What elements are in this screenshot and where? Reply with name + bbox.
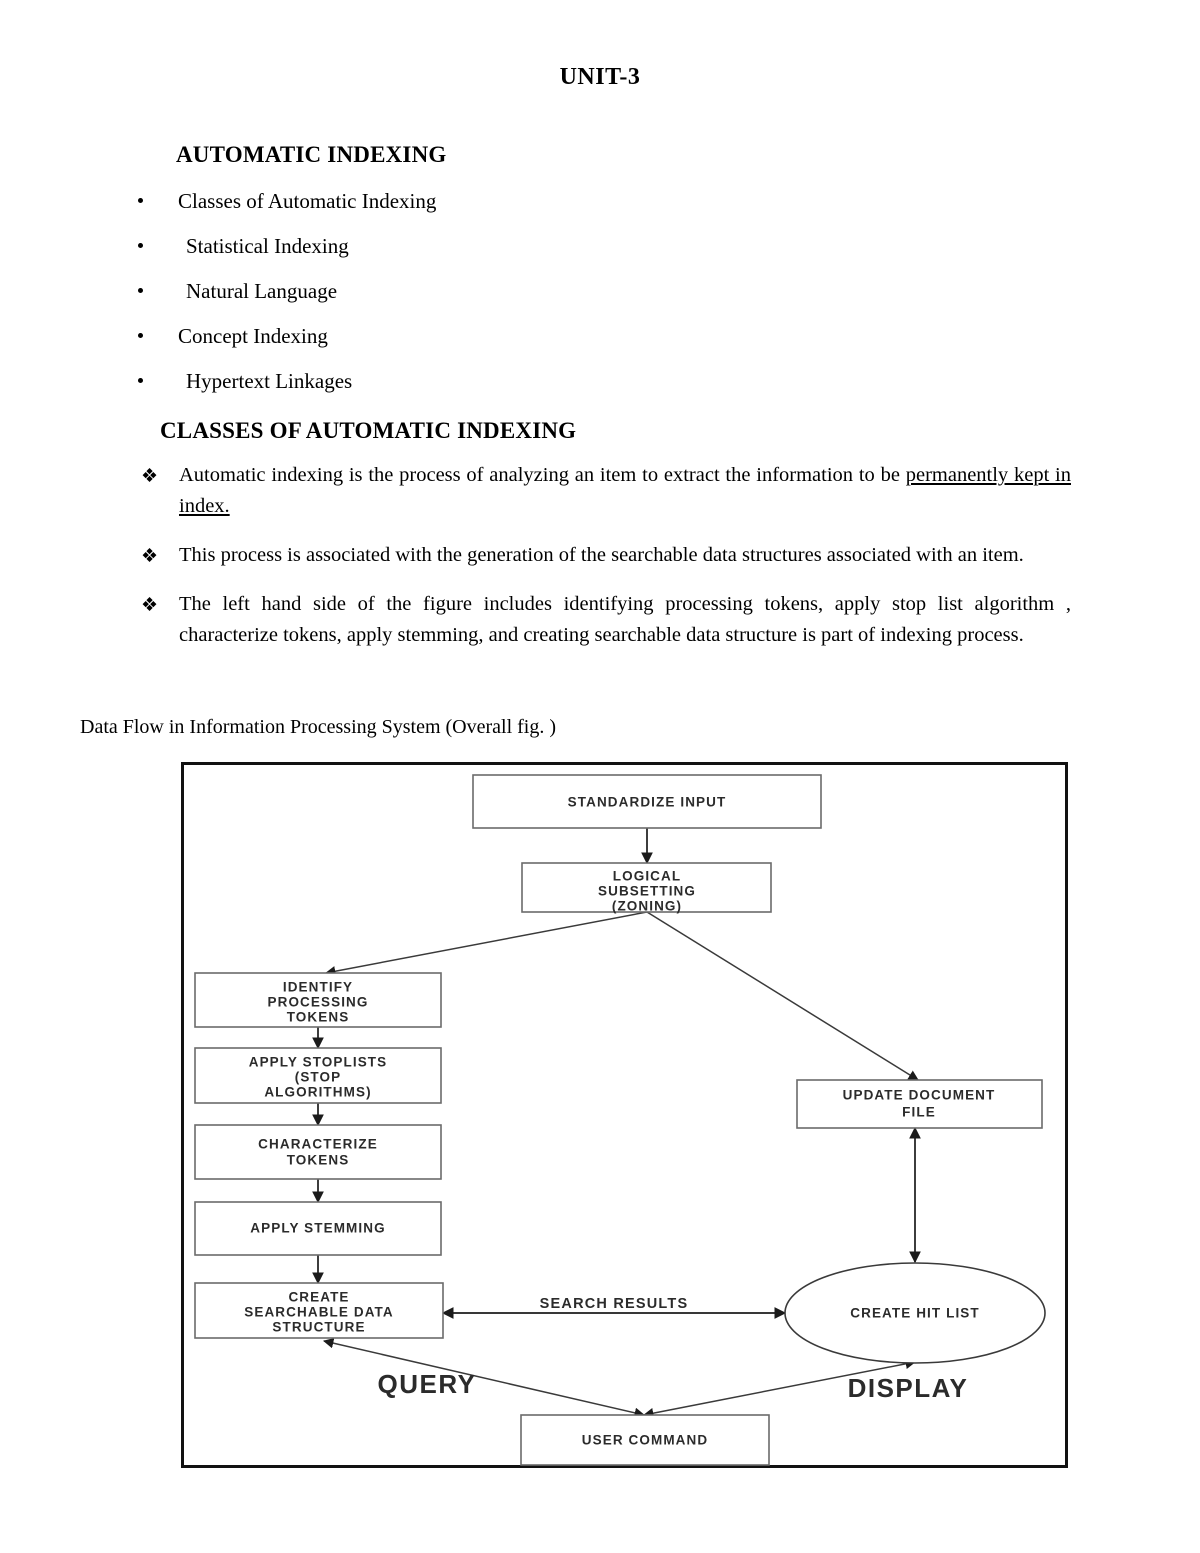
- bullet-dot-icon: [138, 378, 143, 383]
- bullet-dot-icon: [138, 288, 143, 293]
- list-item-label: Hypertext Linkages: [186, 369, 353, 393]
- paragraph-item: ❖ The left hand side of the figure includ…: [141, 589, 1071, 651]
- list-item-label: Natural Language: [186, 279, 338, 303]
- list-item-label: Concept Indexing: [178, 324, 328, 348]
- node-label-line1: LOGICAL: [613, 869, 681, 884]
- node-label-line2: PROCESSING: [267, 995, 368, 1010]
- node-characterize-tokens: CHARACTERIZE TOKENS: [194, 1124, 442, 1180]
- zone-label-display: DISPLAY: [848, 1373, 969, 1403]
- paragraph-list: ❖ Automatic indexing is the process of an…: [141, 460, 1071, 669]
- edge-logical-to-identify: [324, 911, 648, 977]
- bullet-dot-icon: [138, 333, 143, 338]
- paragraph-item: ❖ Automatic indexing is the process of an…: [141, 460, 1071, 522]
- list-item: Natural Language: [138, 276, 838, 321]
- list-item: Statistical Indexing: [138, 231, 838, 276]
- node-label-line1: APPLY STOPLISTS: [249, 1055, 388, 1070]
- bullet-dot-icon: [138, 198, 143, 203]
- list-item: Hypertext Linkages: [138, 366, 838, 411]
- node-standardize-input: STANDARDIZE INPUT: [472, 774, 822, 829]
- node-label-line3: (ZONING): [612, 899, 682, 914]
- list-item: Concept Indexing: [138, 321, 838, 366]
- edge-label-search-results: SEARCH RESULTS: [540, 1296, 689, 1312]
- paragraph-text: The left hand side of the figure include…: [179, 593, 1071, 646]
- node-label-line1: CHARACTERIZE: [258, 1137, 378, 1152]
- paragraph-text-underlined: permanently kept in index.: [179, 464, 1071, 517]
- diamond-bullet-icon: ❖: [141, 595, 159, 616]
- node-update-document-file: UPDATE DOCUMENT FILE: [796, 1079, 1043, 1129]
- node-label-line1: UPDATE DOCUMENT: [843, 1088, 996, 1103]
- bullet-dot-icon: [138, 243, 143, 248]
- diamond-bullet-icon: ❖: [141, 546, 159, 567]
- paragraph-text: Automatic indexing is the process of ana…: [179, 464, 906, 486]
- edge-query: [322, 1338, 646, 1418]
- node-label-line2: FILE: [902, 1105, 936, 1120]
- node-label: USER COMMAND: [582, 1433, 708, 1448]
- node-apply-stemming: APPLY STEMMING: [194, 1201, 442, 1256]
- list-item-label: Statistical Indexing: [186, 234, 349, 258]
- paragraph-item: ❖ This process is associated with the gen…: [141, 540, 1071, 571]
- node-user-command: USER COMMAND: [520, 1414, 770, 1466]
- list-item: Classes of Automatic Indexing: [138, 186, 838, 231]
- node-apply-stoplists: APPLY STOPLISTS (STOP ALGORITHMS): [194, 1047, 442, 1104]
- paragraph-text: This process is associated with the gene…: [179, 544, 1024, 566]
- node-create-searchable-data-structure: CREATE SEARCHABLE DATA STRUCTURE: [194, 1282, 444, 1339]
- figure-caption: Data Flow in Information Processing Syst…: [80, 716, 557, 738]
- node-label: APPLY STEMMING: [250, 1221, 385, 1236]
- edge-logical-to-update-document: [646, 911, 919, 1081]
- node-label-line2: SEARCHABLE DATA: [244, 1305, 394, 1320]
- node-identify-processing-tokens: IDENTIFY PROCESSING TOKENS: [194, 972, 442, 1028]
- list-item-label: Classes of Automatic Indexing: [178, 189, 437, 213]
- edge-display: [642, 1358, 917, 1419]
- section-heading-automatic-indexing: AUTOMATIC INDEXING: [176, 142, 447, 167]
- section-heading-classes-of-automatic-indexing: CLASSES OF AUTOMATIC INDEXING: [160, 418, 577, 443]
- data-flow-diagram: STANDARDIZE INPUT LOGICAL SUBSETTING (ZO…: [181, 762, 1068, 1468]
- node-label-line3: ALGORITHMS): [264, 1085, 371, 1100]
- topics-list: Classes of Automatic Indexing Statistica…: [138, 186, 838, 411]
- node-label-line3: TOKENS: [287, 1010, 350, 1025]
- node-label: CREATE HIT LIST: [850, 1306, 980, 1321]
- node-logical-subsetting: LOGICAL SUBSETTING (ZONING): [521, 862, 772, 914]
- node-label-line1: CREATE: [288, 1290, 349, 1305]
- zone-label-query: QUERY: [378, 1369, 477, 1399]
- page-title: UNIT-3: [559, 64, 641, 90]
- node-label: STANDARDIZE INPUT: [568, 795, 727, 810]
- node-label-line3: STRUCTURE: [272, 1320, 365, 1335]
- diamond-bullet-icon: ❖: [141, 466, 159, 487]
- node-label-line2: TOKENS: [287, 1153, 350, 1168]
- node-label-line2: SUBSETTING: [598, 884, 696, 899]
- diagram-canvas: STANDARDIZE INPUT LOGICAL SUBSETTING (ZO…: [194, 774, 1046, 1466]
- node-label-line2: (STOP: [295, 1070, 342, 1085]
- node-create-hit-list: CREATE HIT LIST: [784, 1262, 1046, 1364]
- node-label-line1: IDENTIFY: [283, 980, 353, 995]
